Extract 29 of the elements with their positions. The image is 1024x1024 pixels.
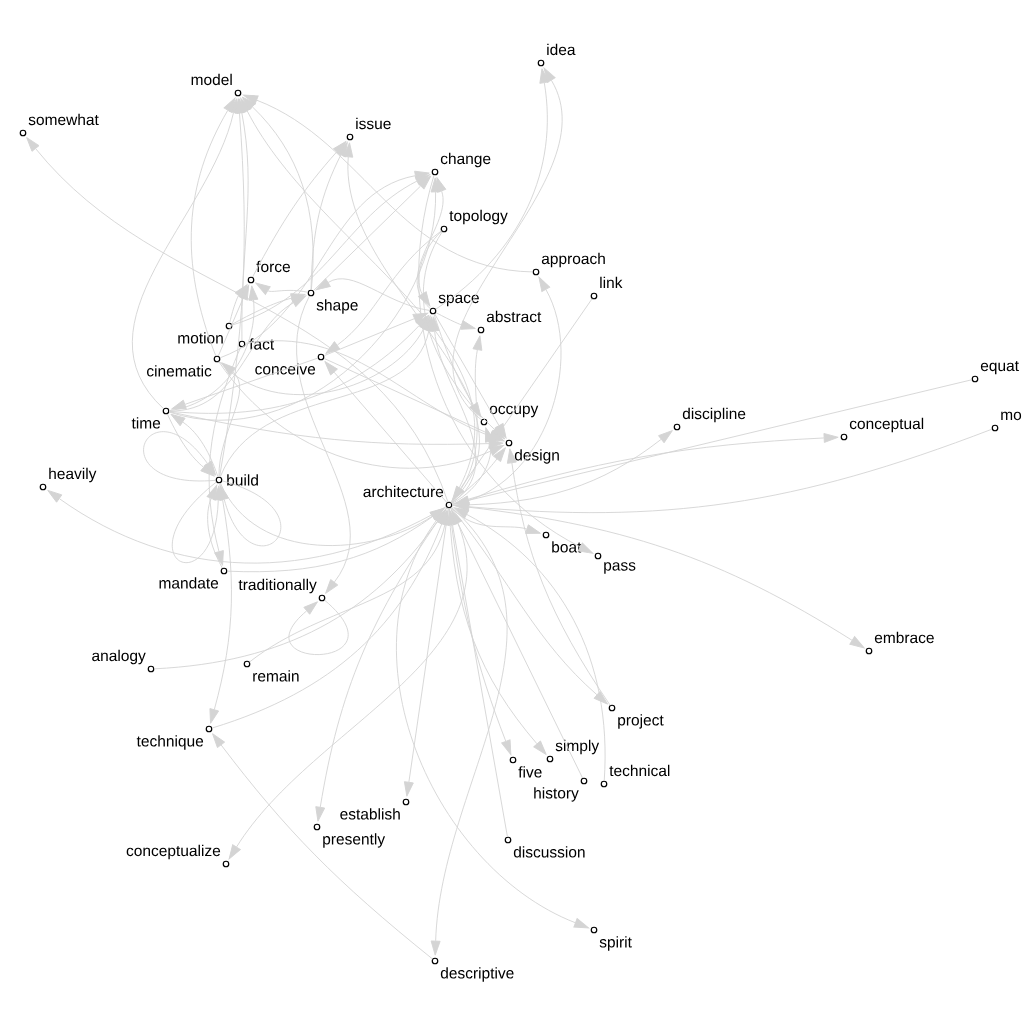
node-label: mandate	[159, 577, 219, 589]
node-label: link	[600, 276, 623, 288]
node-label: history	[534, 787, 579, 802]
node-label: project	[618, 714, 664, 729]
node-label: conceptualize	[126, 844, 221, 860]
node-label: heavily	[49, 467, 97, 483]
node-label: spirit	[599, 936, 632, 951]
node-label: traditionally	[238, 578, 317, 594]
node-label: time	[131, 417, 161, 429]
node-label: idea	[547, 43, 576, 56]
node-label: model	[191, 73, 232, 86]
node-label: technique	[136, 735, 204, 750]
node-label: remain	[253, 670, 299, 682]
node-label: somewhat	[28, 113, 99, 126]
node-label: simply	[555, 739, 600, 755]
node-label: approach	[541, 252, 605, 268]
node-label: analogy	[92, 649, 146, 665]
node-label: discipline	[682, 407, 746, 423]
node-label: discussion	[513, 846, 585, 858]
node-label: conceptual	[849, 417, 924, 433]
node-label: pass	[604, 562, 636, 574]
node-label: five	[518, 766, 542, 778]
node-label: descriptive	[440, 967, 514, 982]
node-label: occupy	[489, 405, 539, 418]
node-label: abstract	[486, 310, 542, 323]
node-label: embrace	[874, 631, 934, 644]
node-label: mo	[1001, 411, 1022, 421]
node-label: technical	[609, 764, 670, 777]
node-label: equat	[980, 360, 1019, 375]
